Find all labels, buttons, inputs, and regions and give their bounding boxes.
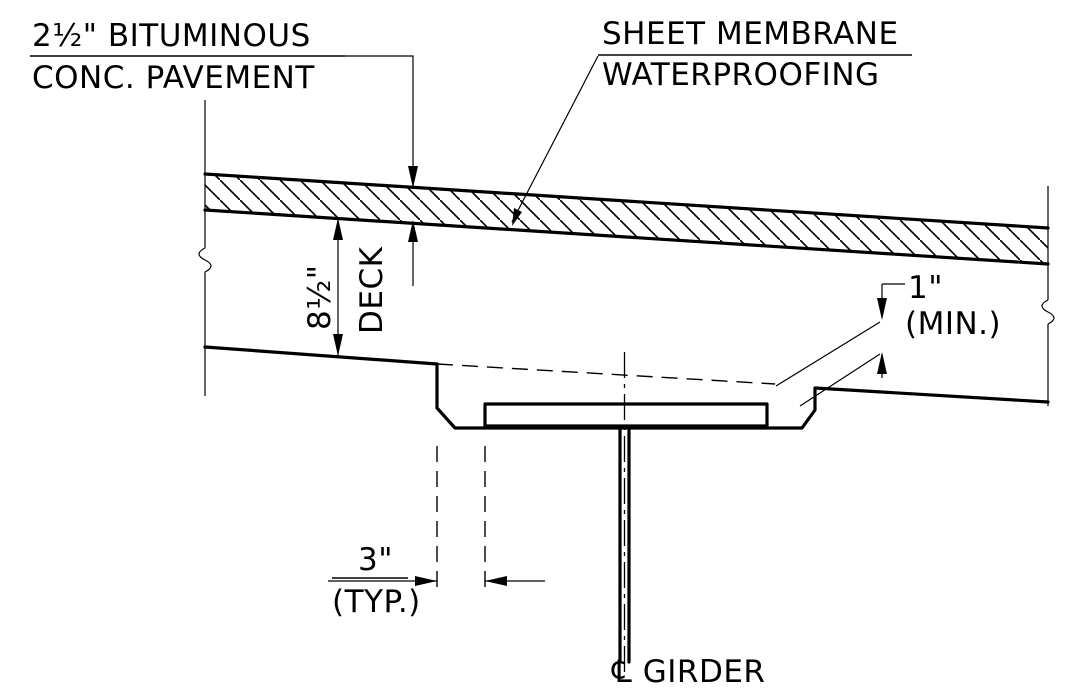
haunch-projection-line [436,363,776,385]
pavement-label-line1: 2½" BITUMINOUS [32,18,311,54]
pavement-top-line [203,172,1050,230]
membrane-label-line1: SHEET MEMBRANE [602,16,899,52]
flange-offset-dimension: 3" (TYP.) [328,446,545,620]
right-break-line [1041,186,1055,406]
deck-bottom-haunch [203,345,1050,430]
girder-top-flange [483,402,769,428]
left-break-line [198,100,212,396]
haunch-min-value: 1" [908,270,943,306]
pavement-leader [345,55,414,150]
haunch-min-dimension: 1" (MIN.) [775,270,1001,407]
membrane-label: SHEET MEMBRANE WATERPROOFING [511,16,912,226]
flange-offset-note: (TYP.) [332,584,421,620]
deck-top-line [203,208,1050,266]
pavement-layer [203,172,1050,266]
deck-bottom-left [203,345,439,366]
deck-thickness-dimension: 8½" DECK [302,218,390,356]
deck-dimension-label: DECK [354,246,390,334]
haunch-outline [435,362,1050,430]
flange-offset-value: 3" [358,542,393,578]
pavement-label: 2½" BITUMINOUS CONC. PAVEMENT [30,18,414,150]
pavement-hatch [205,174,1048,264]
pavement-label-line2: CONC. PAVEMENT [32,60,315,96]
membrane-label-line2: WATERPROOFING [602,57,880,93]
pavement-thickness-dimension [408,150,418,286]
girder-web [618,352,631,678]
haunch-min-note: (MIN.) [905,306,1001,342]
girder-centerline-label: ℄ GIRDER [611,654,765,690]
deck-dimension-value: 8½" [302,264,338,330]
